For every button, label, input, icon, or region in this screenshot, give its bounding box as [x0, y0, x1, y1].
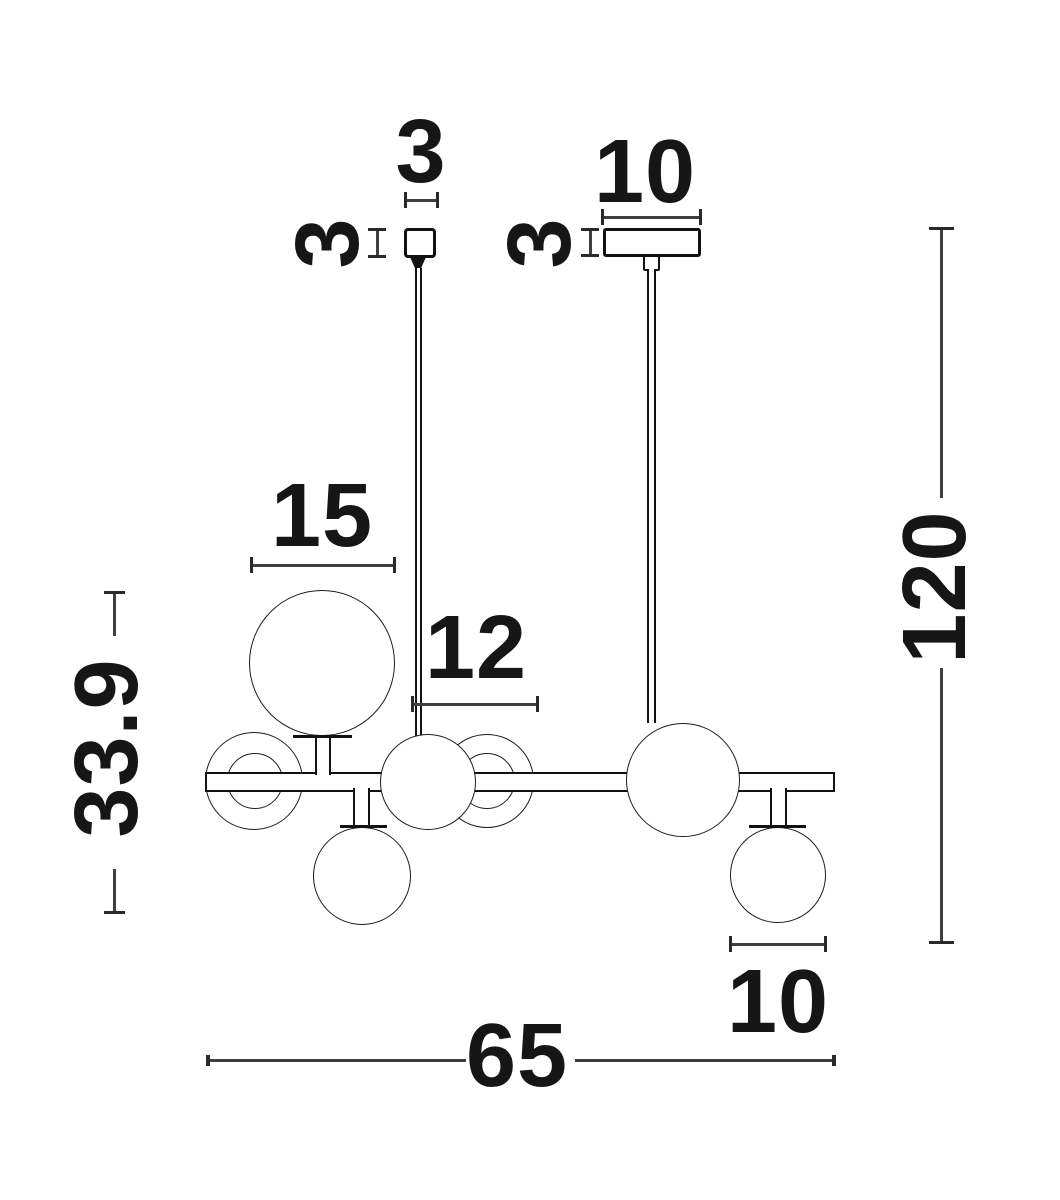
dim-tick: [368, 255, 386, 258]
dim-tick: [581, 228, 599, 231]
right-suspension-rod: [647, 269, 656, 723]
dim-tick: [436, 192, 439, 208]
dim-tick: [536, 696, 539, 712]
dim-tick: [929, 227, 954, 230]
mid-globe-diameter-label: 12: [424, 598, 528, 698]
lower-right-globe-stem: [770, 788, 787, 826]
mid-globe-on-bar: [380, 734, 476, 830]
right-globe-on-bar: [626, 723, 740, 837]
large-globe-dim-line: [251, 564, 396, 567]
lower-right-globe: [730, 827, 826, 923]
mid-globe-dim-line: [412, 703, 539, 706]
lower-right-globe-cap: [749, 825, 806, 828]
rod-canopy-width-label: 3: [395, 102, 447, 202]
rod-canopy-height-dim-line: [376, 229, 379, 258]
plate-canopy-outline: [603, 228, 701, 257]
dim-tick: [929, 941, 954, 944]
left-suspension-rod: [415, 268, 422, 738]
dim-tick: [393, 557, 396, 573]
large-globe: [249, 590, 395, 736]
fixture-height-dim-line-lower: [113, 869, 116, 914]
fixture-height-dim-line-upper: [113, 592, 116, 636]
fixture-width-label: 65: [465, 1006, 569, 1106]
lower-left-globe-cap: [340, 825, 387, 828]
dim-tick: [206, 1055, 210, 1066]
lower-left-globe-stem: [353, 788, 370, 826]
dim-tick: [250, 557, 253, 573]
dim-tick: [104, 911, 125, 914]
large-globe-diameter-label: 15: [270, 466, 374, 566]
dim-tick: [601, 209, 604, 225]
suspension-dim-line-lower: [940, 668, 943, 943]
dim-tick: [411, 696, 414, 712]
suspension-height-label: 120: [885, 510, 985, 664]
dim-tick: [368, 228, 386, 231]
plate-canopy-height-label: 3: [490, 217, 590, 269]
dim-tick: [104, 591, 125, 594]
plate-canopy-width-dim-line: [602, 216, 702, 219]
lower-left-globe: [313, 827, 411, 925]
suspension-dim-line-upper: [940, 228, 943, 498]
dim-tick: [824, 936, 827, 952]
dim-tick: [832, 1055, 836, 1066]
small-globe-dim-line: [730, 943, 827, 946]
fixture-height-label: 33.9: [57, 658, 157, 838]
rod-canopy-width-dim-line: [405, 199, 439, 202]
plate-canopy-width-label: 10: [593, 122, 697, 222]
small-globe-diameter-label: 10: [726, 952, 830, 1052]
fixture-bar: [205, 772, 835, 792]
rod-canopy-outline: [404, 228, 436, 258]
fixture-width-dim-line-left: [207, 1059, 466, 1062]
large-globe-stem: [315, 737, 331, 775]
dim-tick: [404, 192, 407, 208]
dim-tick: [699, 209, 702, 225]
rod-canopy-height-label: 3: [278, 217, 378, 269]
fixture-width-dim-line-right: [575, 1059, 835, 1062]
large-globe-cap: [293, 735, 352, 738]
dim-tick: [581, 254, 599, 257]
plate-canopy-height-dim-line: [589, 229, 592, 257]
dim-tick: [729, 936, 732, 952]
